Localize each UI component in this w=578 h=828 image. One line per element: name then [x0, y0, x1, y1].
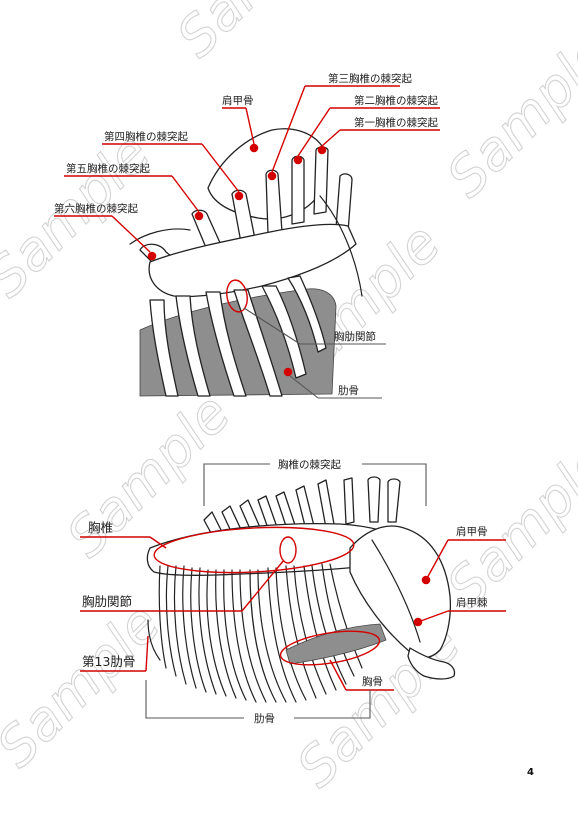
label-rib-top: 肋骨 — [338, 384, 359, 397]
bottom-rib — [293, 565, 327, 695]
bottom-rib-inner — [321, 563, 355, 677]
bottom-rib-inner — [231, 569, 257, 703]
label-thoracic-vertebrae: 胸椎 — [88, 520, 113, 535]
marker-dot — [147, 251, 157, 261]
label-scapular-spine: 肩甲棘 — [456, 596, 488, 609]
label-thoracic5-spinous: 第五胸椎の棘突起 — [66, 162, 150, 175]
bottom-rib-inner — [165, 565, 177, 677]
bottom-rib-inner — [249, 569, 277, 703]
bottom-sternum — [285, 623, 387, 665]
top-markers — [147, 143, 327, 377]
top-rib — [175, 295, 211, 397]
bottom-rib-inner — [198, 567, 217, 695]
bottom-rib — [257, 569, 287, 703]
bottom-rib-inner — [267, 567, 297, 703]
top-skeleton-illustration — [129, 128, 363, 397]
bottom-leader-lines — [80, 463, 506, 719]
bottom-rib13 — [147, 619, 161, 661]
bottom-rib — [329, 563, 363, 669]
marker-dot — [283, 367, 293, 377]
label-thoracic6-spinous: 第六胸椎の棘突起 — [54, 202, 138, 215]
top-spinous-process-3 — [265, 169, 283, 235]
watermark-text: Sample — [165, 0, 353, 69]
top-rib — [287, 275, 327, 353]
top-extra-process — [335, 173, 353, 233]
watermark-layer: Sample Sample Sample Sample Sample Sampl… — [0, 0, 578, 800]
bottom-spinous-process — [343, 477, 355, 525]
label-thoracic4-spinous: 第四胸椎の棘突起 — [104, 130, 188, 143]
bottom-spinous-process — [387, 478, 401, 523]
bottom-rib — [158, 565, 167, 669]
marker-dot — [194, 211, 204, 221]
label-scapula-top: 肩甲骨 — [222, 94, 254, 107]
label-spinous-processes: 胸椎の棘突起 — [278, 458, 341, 471]
bottom-rib-inner — [182, 565, 197, 689]
label-costovertebral-joint-bottom: 胸肋関節 — [82, 594, 132, 609]
top-labels: 第三胸椎の棘突起 肩甲骨 第二胸椎の棘突起 第一胸椎の棘突起 第四胸椎の棘突起 … — [54, 72, 438, 397]
bottom-rib — [239, 569, 267, 703]
vertebrae-highlight-ring — [153, 526, 355, 574]
bottom-labels: 胸椎の棘突起 胸椎 肩甲骨 胸肋関節 肩甲棘 第13肋骨 胸骨 肋骨 — [82, 458, 488, 725]
marker-dot — [317, 145, 327, 155]
bottom-rib — [173, 565, 187, 685]
bottom-rib — [311, 565, 347, 685]
label-sternum: 胸骨 — [362, 675, 383, 688]
label-rib13: 第13肋骨 — [82, 654, 135, 669]
top-scapula-edge — [319, 195, 363, 297]
bottom-scapular-spine-line — [371, 539, 421, 643]
marker-dot — [293, 155, 303, 165]
top-cervical-outline — [129, 228, 191, 245]
top-spinous-process-2 — [291, 155, 305, 225]
label-scapula-bottom: 肩甲骨 — [456, 525, 488, 538]
bottom-rib — [206, 569, 227, 697]
joint-highlight-ring — [279, 536, 297, 564]
joint-highlight-ring — [226, 279, 248, 313]
bottom-spinous-process — [317, 479, 335, 529]
label-thoracic2-spinous: 第二胸椎の棘突起 — [354, 94, 438, 107]
bottom-rib — [275, 567, 307, 701]
top-rib — [233, 289, 283, 397]
marker-dot — [267, 171, 277, 181]
top-rib — [149, 299, 179, 397]
bottom-rib-inner — [215, 569, 237, 699]
bottom-rib-inner — [303, 565, 337, 691]
bottom-spinous-process — [367, 476, 381, 523]
top-leader-lines — [54, 85, 440, 399]
label-thoracic1-spinous: 第一胸椎の棘突起 — [354, 116, 438, 129]
label-costovertebral-joint-top: 胸肋関節 — [334, 330, 376, 343]
top-rib — [261, 285, 307, 379]
label-thoracic3-spinous: 第三胸椎の棘突起 — [328, 72, 412, 85]
page-number: 4 — [527, 767, 534, 778]
marker-dot — [234, 191, 244, 201]
bottom-rib — [223, 569, 247, 701]
bottom-rib — [190, 567, 207, 693]
bottom-humerus — [407, 647, 456, 680]
watermark-text: Sample — [435, 21, 578, 209]
sternum-highlight-ring — [279, 630, 381, 666]
marker-dot — [249, 143, 259, 153]
top-rib — [205, 291, 247, 397]
bottom-rib-inner — [285, 565, 317, 699]
top-vertebral-column — [148, 223, 357, 298]
label-ribs-bottom: 肋骨 — [254, 712, 275, 725]
